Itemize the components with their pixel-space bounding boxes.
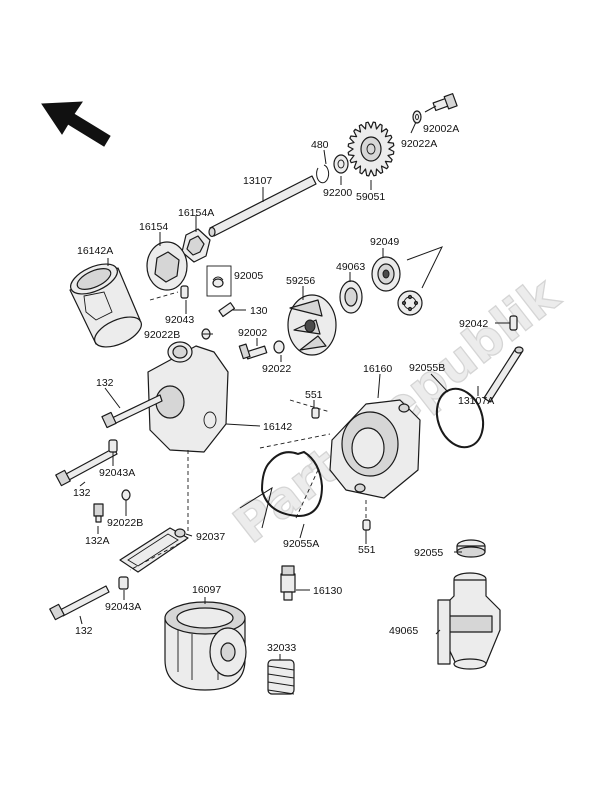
label-32033: 32033	[267, 642, 296, 654]
label-130: 130	[250, 305, 268, 317]
label-551-bottom: 551	[358, 544, 376, 556]
label-92055A: 92055A	[283, 538, 319, 550]
label-92002: 92002	[238, 327, 267, 339]
front-direction-arrow-icon	[41, 101, 111, 147]
washer-92022	[273, 340, 285, 354]
washer-92022A	[412, 110, 422, 124]
label-92002A: 92002A	[423, 123, 459, 135]
label-92200: 92200	[323, 187, 352, 199]
label-92005: 92005	[234, 270, 263, 282]
dowel-551-bottom	[362, 519, 371, 531]
pin-92042	[509, 315, 518, 331]
o-ring-92055B	[435, 387, 485, 449]
label-92043: 92043	[165, 314, 194, 326]
impeller-59256	[287, 294, 337, 356]
pump-body-16142A	[69, 263, 142, 348]
strainer-92037	[119, 527, 189, 573]
label-92043A-lower: 92043A	[105, 601, 141, 613]
dowel-pin-92043-top	[180, 285, 189, 299]
label-16154A: 16154A	[178, 207, 214, 219]
circlip-480	[316, 164, 330, 184]
label-16142: 16142	[263, 421, 292, 433]
label-480: 480	[311, 139, 329, 151]
label-49063: 49063	[336, 261, 365, 273]
bolt-132-middle	[55, 447, 118, 487]
label-551-top: 551	[305, 389, 323, 401]
valve-49065	[437, 572, 501, 670]
rotor-16154	[146, 241, 188, 291]
dowel-92043A-lower	[118, 576, 129, 590]
part-labels: 92002A 92022A 480 92200 59051 13107 1615…	[73, 123, 494, 654]
label-16097: 16097	[192, 584, 221, 596]
spacer-92200	[333, 154, 349, 174]
fitting-16130	[280, 565, 296, 601]
seal-49063	[339, 280, 363, 314]
bearing-92049-exploded	[397, 290, 423, 316]
label-132A: 132A	[85, 535, 110, 547]
pump-cover-16142	[147, 341, 229, 453]
label-59051: 59051	[356, 191, 385, 203]
bolt-132-lower	[49, 585, 110, 621]
housing-16160	[329, 399, 421, 499]
oil-filter-16097	[164, 601, 247, 691]
label-92022B-lower: 92022B	[107, 517, 143, 529]
label-92055: 92055	[414, 547, 443, 559]
label-92022: 92022	[262, 363, 291, 375]
bolt-92002	[238, 343, 268, 360]
label-13107: 13107	[243, 175, 272, 187]
label-49065: 49065	[389, 625, 418, 637]
dowel-551-top	[311, 407, 320, 419]
bolt-92002A	[432, 93, 458, 112]
washer-92022B-lower	[121, 489, 131, 501]
spring-32033	[267, 659, 295, 695]
label-16160: 16160	[363, 363, 392, 375]
shaft-13107A	[483, 346, 524, 403]
label-92049: 92049	[370, 236, 399, 248]
shaft-13107	[208, 175, 317, 238]
label-92037: 92037	[196, 531, 225, 543]
leader-lines	[79, 105, 510, 660]
label-92043A-upper: 92043A	[99, 467, 135, 479]
label-132-middle: 132	[73, 487, 91, 499]
dowel-92043A-upper	[108, 439, 118, 453]
label-59256: 59256	[286, 275, 315, 287]
label-13107A: 13107A	[458, 395, 494, 407]
gasket-92055A	[260, 450, 324, 518]
label-92055B: 92055B	[409, 362, 445, 374]
label-132-upper: 132	[96, 377, 114, 389]
bolt-132-upper	[101, 394, 163, 429]
o-ring-92055	[456, 539, 486, 558]
label-16142A: 16142A	[77, 245, 113, 257]
label-16154: 16154	[139, 221, 168, 233]
bolt-130	[218, 302, 236, 318]
label-92042: 92042	[459, 318, 488, 330]
label-16130: 16130	[313, 585, 342, 597]
label-132-lower: 132	[75, 625, 93, 637]
bearing-92049	[371, 256, 401, 292]
bolt-132A	[93, 503, 104, 523]
detail-box-92005	[206, 265, 232, 297]
label-92022B-top: 92022B	[144, 329, 180, 341]
sprocket-59051	[347, 121, 395, 177]
label-92022A: 92022A	[401, 138, 437, 150]
